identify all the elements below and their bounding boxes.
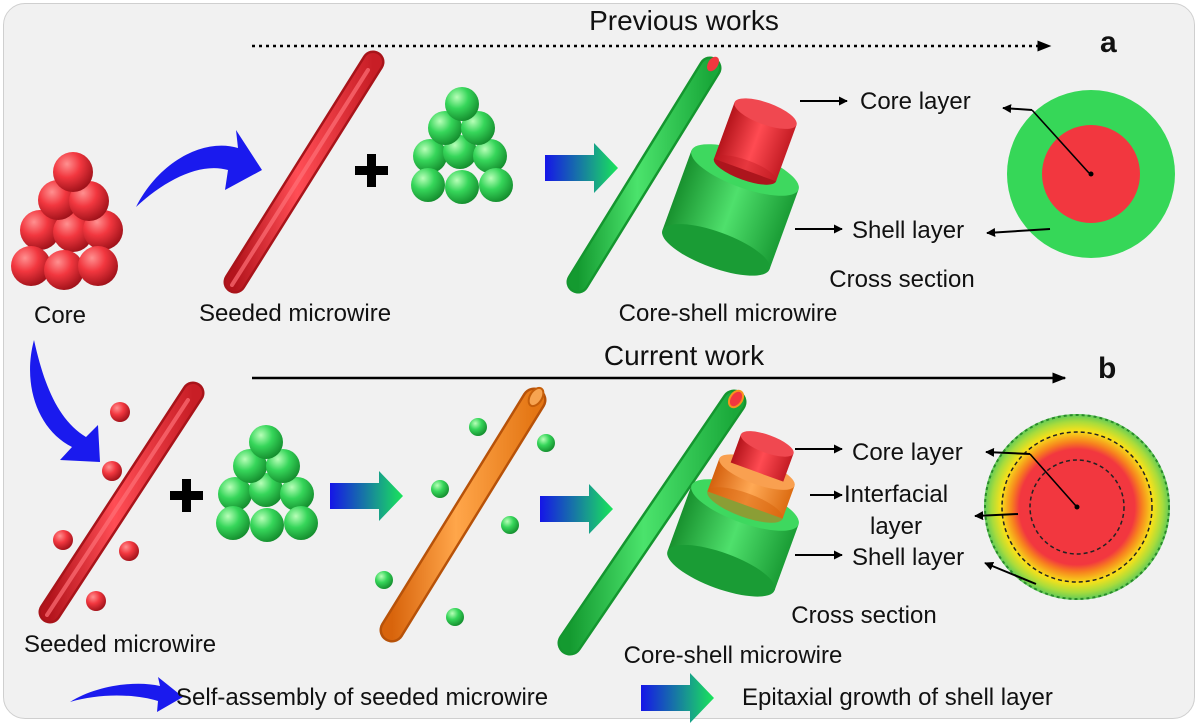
scattered-core-spheres bbox=[53, 402, 139, 611]
cross-section-label: Cross section bbox=[829, 266, 975, 293]
core-layer-leader-b bbox=[1029, 453, 1077, 507]
core-shell-microwire-label: Core-shell microwire bbox=[618, 300, 838, 327]
core-layer-leader-arrow-b bbox=[985, 447, 1031, 457]
plus-icon bbox=[355, 154, 388, 187]
core-layer-leader bbox=[1031, 109, 1090, 174]
core-shell-cylinder-model bbox=[662, 98, 799, 276]
seeded-microwire-rod-b bbox=[38, 381, 205, 624]
seeded-microwire-label: Seeded microwire bbox=[198, 300, 392, 327]
interfacial-label-line1: Interfacial bbox=[843, 481, 949, 508]
epitaxial-growth-arrow-icon bbox=[545, 143, 618, 193]
panel-b-letter: b bbox=[1098, 352, 1117, 385]
cross-section-label-b: Cross section bbox=[791, 602, 937, 629]
self-assembly-arrow-icon bbox=[136, 130, 262, 207]
shell-leader-arrow-b bbox=[984, 561, 1037, 585]
shell-sphere-cluster bbox=[411, 87, 513, 204]
panel-a-letter: a bbox=[1100, 26, 1117, 59]
interfacial-label-line2: layer bbox=[869, 513, 923, 540]
interfacial-microwire-rod bbox=[379, 386, 547, 643]
core-shell-microwire-rod-b bbox=[557, 389, 747, 656]
core-label: Core bbox=[33, 302, 87, 329]
previous-works-title: Previous works bbox=[589, 5, 779, 36]
core-layer-leader-arrow bbox=[1002, 104, 1033, 114]
plus-icon-b bbox=[170, 479, 203, 512]
scattered-shell-spheres bbox=[375, 418, 555, 626]
shell-sphere-cluster-b bbox=[216, 425, 318, 542]
cross-section-b bbox=[984, 414, 1170, 600]
core-shell-microwire-label-b: Core-shell microwire bbox=[623, 642, 843, 669]
core-layer-label: Core layer bbox=[860, 88, 971, 115]
cross-section-a bbox=[1007, 90, 1175, 258]
current-work-title: Current work bbox=[603, 340, 765, 371]
legend-epitaxial-arrow-icon bbox=[641, 673, 714, 723]
legend-self-assembly-label: Self-assembly of seeded microwire bbox=[176, 684, 549, 711]
epitaxial-growth-arrow-icon-b1 bbox=[330, 471, 403, 521]
core-shell-microwire-rod bbox=[566, 56, 722, 294]
core-sphere-cluster bbox=[11, 152, 123, 290]
legend-epitaxial-label: Epitaxial growth of shell layer bbox=[742, 684, 1053, 711]
shell-layer-leader-arrow bbox=[986, 227, 1051, 237]
interfacial-leader-arrow-b bbox=[974, 511, 1019, 521]
legend-self-assembly-arrow-icon bbox=[70, 677, 183, 712]
shell-layer-label: Shell layer bbox=[852, 217, 965, 244]
seeded-microwire-rod bbox=[223, 50, 385, 294]
seeded-microwire-label-b: Seeded microwire bbox=[23, 631, 217, 658]
epitaxial-growth-arrow-icon-b2 bbox=[540, 484, 613, 534]
self-assembly-arrow-icon-b bbox=[30, 340, 100, 462]
shell-layer-label-b: Shell layer bbox=[852, 544, 965, 571]
three-layer-cylinder-model bbox=[667, 431, 799, 597]
core-layer-label-b: Core layer bbox=[852, 439, 963, 466]
